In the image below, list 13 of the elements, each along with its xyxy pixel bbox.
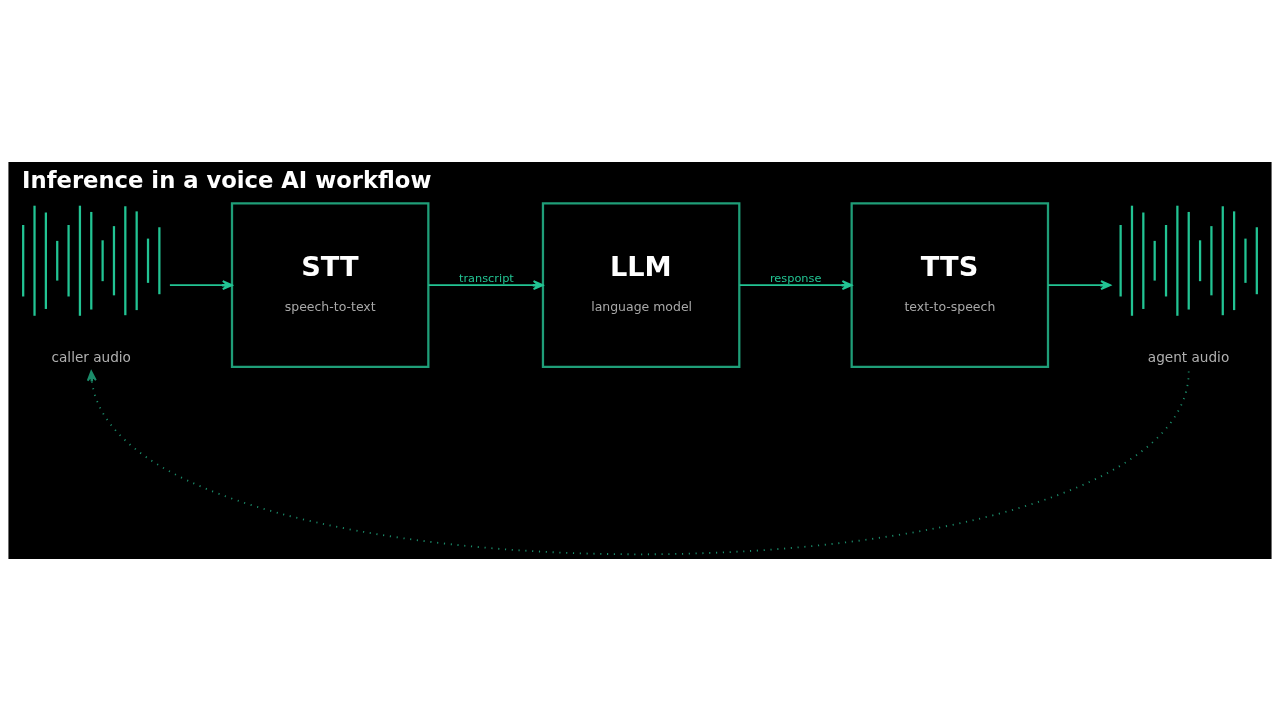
arrow xyxy=(427,279,544,290)
arrow xyxy=(1047,279,1112,290)
node-box: STT speech-to-text xyxy=(230,201,430,368)
arrow xyxy=(738,279,853,290)
arrow xyxy=(86,369,1190,555)
edge-label: response xyxy=(769,270,822,285)
node-box: TTS text-to-speech xyxy=(850,201,1050,368)
node-label: caller audio xyxy=(51,348,131,365)
node-label: agent audio xyxy=(1147,348,1230,365)
edge-label: transcript xyxy=(458,270,514,285)
node-box: LLM language model xyxy=(541,201,741,368)
diagram-title: Inference in a voice AI workflow xyxy=(22,166,432,193)
arrow xyxy=(169,279,233,290)
